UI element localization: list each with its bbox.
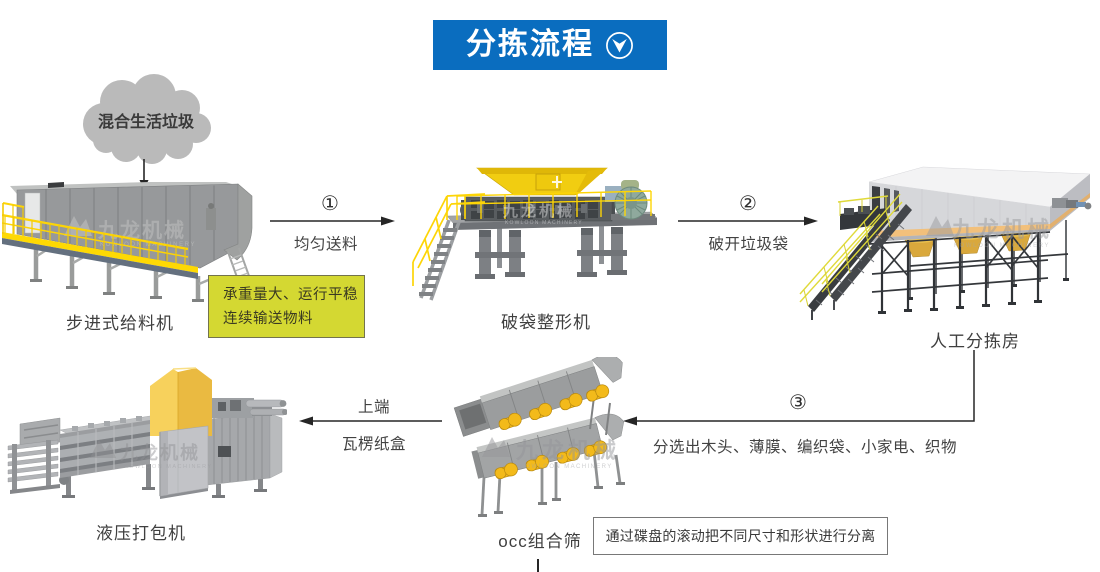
machine-label-shredder: 破袋整形机: [501, 313, 591, 332]
circle-chevron-down-icon: [606, 31, 633, 59]
arrow-step2: [678, 216, 818, 226]
section-banner[interactable]: 分拣流程: [433, 20, 667, 70]
banner-title: 分拣流程: [466, 28, 594, 61]
step2-caption: 破开垃圾袋: [708, 236, 789, 253]
machine-label-baler: 液压打包机: [96, 524, 186, 543]
step1-caption: 均匀送料: [293, 236, 358, 253]
watermark-text-cn: 九龙机械: [515, 438, 620, 463]
watermark-text-en: KOWLOON MACHINERY: [124, 464, 213, 470]
watermark-text-cn: 九龙机械: [119, 442, 200, 463]
step3-caption: 分选出木头、薄膜、编织袋、小家电、织物: [652, 439, 957, 456]
feeder-note-line1: 承重量大、运行平稳: [223, 287, 358, 303]
feeder-note-line2: 连续输送物料: [223, 311, 313, 327]
occ-note-box: 通过碟盘的滚动把不同尺寸和形状进行分离: [593, 517, 888, 555]
cloud-shape: [83, 74, 211, 164]
machine-baler-illustration: 九龙机械 KOWLOON MACHINERY: [7, 367, 287, 499]
machine-step-feeder-illustration: 九龙机械 KOWLOON MACHINERY: [2, 182, 255, 302]
step3-number: ③: [789, 392, 807, 414]
step2-number: ②: [739, 193, 757, 215]
watermark-text-en: KOWLOON MACHINERY: [520, 464, 613, 470]
watermark-text-en: KOWLOON MACHINERY: [505, 220, 583, 226]
watermark-text-cn: 九龙机械: [97, 218, 186, 242]
cloud-label: 混合生活垃圾: [97, 114, 194, 131]
machine-label-sorting-room: 人工分拣房: [930, 332, 1020, 351]
machine-label-occ-screen: occ组合筛: [498, 532, 582, 551]
watermark-text-en: KOWLOON MACHINERY: [954, 243, 1050, 249]
arrow-occ-to-baler: [299, 416, 442, 426]
flow-continuation-line: [537, 559, 539, 572]
arrow-step1: [270, 216, 395, 226]
watermark-text-cn: 九龙机械: [951, 217, 1052, 242]
occ-note-text: 通过碟盘的滚动把不同尺寸和形状进行分离: [605, 528, 876, 544]
machine-label-feeder: 步进式给料机: [66, 314, 174, 333]
watermark-text-cn: 九龙机械: [502, 202, 575, 220]
watermark-text-en: KOWLOON MACHINERY: [100, 242, 196, 248]
feeder-note-box: 承重量大、运行平稳 连续输送物料: [208, 275, 365, 338]
machine-bag-breaker-illustration: 九龙机械 KOWLOON MACHINERY: [412, 167, 658, 301]
machine-occ-screen-illustration: 九龙机械 KOWLOON MACHINERY: [453, 357, 625, 517]
to-baler-caption-top: 上端: [357, 399, 390, 416]
step1-number: ①: [321, 193, 339, 215]
arrow-step3: [623, 350, 975, 426]
to-baler-caption-bottom: 瓦楞纸盒: [341, 436, 406, 453]
machine-sorting-room-illustration: 九龙机械 KOWLOON MACHINERY: [799, 166, 1092, 320]
